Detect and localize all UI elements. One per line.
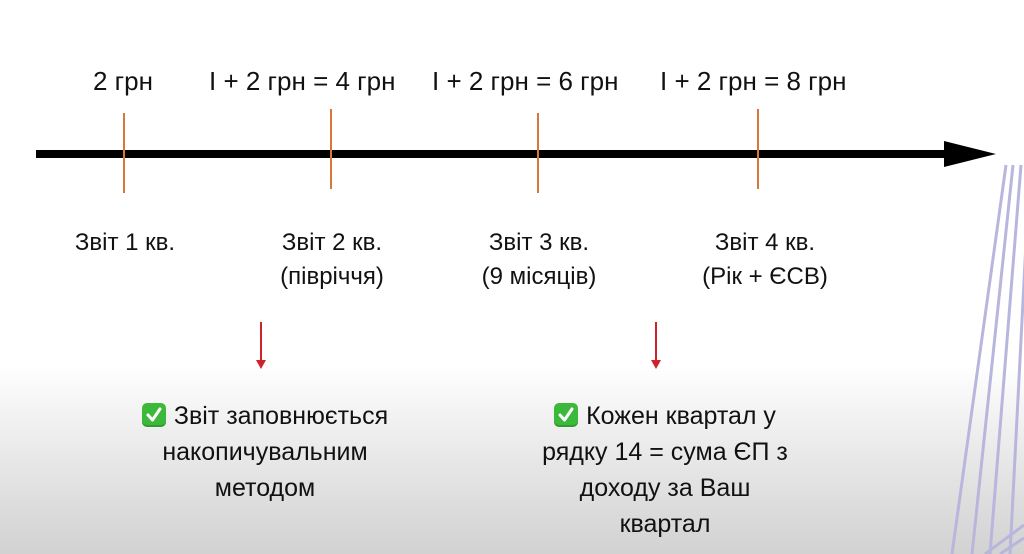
check-mark-icon xyxy=(554,403,579,427)
quarter-subtitle: (Рік + ЄСВ) xyxy=(702,263,828,290)
tick-q2 xyxy=(330,109,332,189)
quarter-label-1: Звіт 1 кв. xyxy=(75,226,175,260)
timeline-axis xyxy=(36,150,948,158)
timeline-arrowhead-icon xyxy=(944,141,996,167)
quarter-subtitle: (півріччя) xyxy=(280,263,384,290)
note-line: методом xyxy=(214,474,316,502)
quarter-title: Звіт 4 кв. xyxy=(714,229,816,256)
tick-q3 xyxy=(537,113,539,193)
cumulative-label-q2: I + 2 грн = 4 грн xyxy=(209,66,396,96)
note-row-14: Кожен квартал у рядку 14 = сума ЄП з дох… xyxy=(500,398,830,542)
note-line: квартал xyxy=(619,510,711,538)
quarter-label-3: Звіт 3 кв. (9 місяців) xyxy=(482,226,597,294)
cumulative-label-q3: I + 2 грн = 6 грн xyxy=(432,66,619,96)
quarter-title: Звіт 1 кв. xyxy=(74,229,176,256)
note-line: рядку 14 = сума ЄП з xyxy=(542,438,788,466)
note-cumulative-method: Звіт заповнюється накопичувальним методо… xyxy=(110,398,420,506)
note-line: доходу за Ваш xyxy=(579,474,751,502)
quarter-label-4: Звіт 4 кв. (Рік + ЄСВ) xyxy=(702,226,828,294)
check-mark-icon xyxy=(141,403,166,427)
quarter-subtitle: (9 місяців) xyxy=(481,263,597,290)
note-line: Звіт заповнюється xyxy=(110,398,420,434)
cumulative-label-q1: 2 грн xyxy=(93,66,153,96)
cumulative-label-q4: I + 2 грн = 8 грн xyxy=(660,66,847,96)
tick-q1 xyxy=(123,113,125,193)
down-arrow-icon xyxy=(256,322,266,369)
quarter-title: Звіт 2 кв. xyxy=(281,229,383,256)
note-text: Кожен квартал у xyxy=(586,402,776,430)
down-arrow-icon xyxy=(651,322,661,369)
note-line: Кожен квартал у xyxy=(500,398,830,434)
note-text: Звіт заповнюється xyxy=(173,402,389,430)
note-line: накопичувальним xyxy=(162,438,368,466)
quarter-label-2: Звіт 2 кв. (півріччя) xyxy=(280,226,384,294)
tick-q4 xyxy=(757,109,759,189)
quarter-title: Звіт 3 кв. xyxy=(488,229,590,256)
